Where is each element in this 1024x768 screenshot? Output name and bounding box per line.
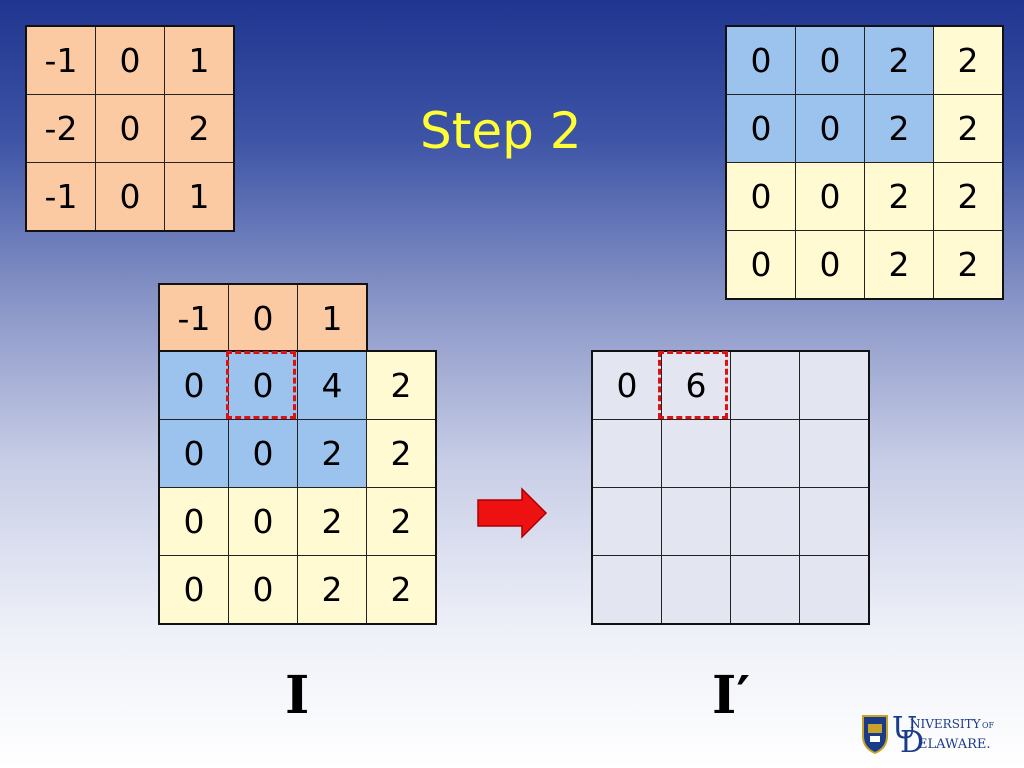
kernel-cell: 1 <box>164 162 235 232</box>
kernel-cell: -1 <box>25 162 96 232</box>
output-cell <box>591 487 662 556</box>
output-cell <box>730 487 800 556</box>
kernel-cell: 1 <box>164 25 235 95</box>
output-cell <box>661 487 731 556</box>
input-matrix-reference: 0 0 2 2 0 0 2 2 0 0 2 2 0 0 2 2 <box>725 25 1004 300</box>
kernel-cell: 0 <box>95 162 165 232</box>
matrix-cell: 0 <box>725 230 796 300</box>
svg-text:D: D <box>900 725 924 756</box>
output-cell <box>591 555 662 625</box>
matrix-cell: 2 <box>933 25 1004 95</box>
matrix-cell: 2 <box>366 555 437 625</box>
input-label: I <box>285 665 310 726</box>
matrix-cell: 0 <box>795 162 865 231</box>
kernel-cell: 0 <box>228 283 298 354</box>
kernel-cell: 0 <box>95 25 165 95</box>
svg-text:OF: OF <box>982 721 995 730</box>
matrix-cell: 0 <box>228 419 298 488</box>
matrix-cell: 0 <box>228 487 298 556</box>
matrix-cell: 2 <box>366 419 437 488</box>
matrix-cell: 2 <box>297 555 367 625</box>
matrix-cell: 0 <box>158 419 229 488</box>
output-cell <box>591 419 662 488</box>
matrix-cell: 0 <box>795 230 865 300</box>
matrix-cell: 0 <box>228 350 298 420</box>
output-label: I′ <box>712 665 751 726</box>
matrix-cell: 0 <box>158 350 229 420</box>
output-matrix: 0 6 <box>591 350 870 625</box>
output-cell <box>799 555 870 625</box>
output-cell <box>799 487 870 556</box>
input-matrix: 0 0 4 2 0 0 2 2 0 0 2 2 0 0 2 2 <box>158 350 437 625</box>
output-cell: 0 <box>591 350 662 420</box>
matrix-cell: 0 <box>795 25 865 95</box>
shield-icon <box>862 715 888 755</box>
matrix-cell: 2 <box>297 487 367 556</box>
output-cell <box>730 419 800 488</box>
university-logo: U D NIVERSITY OF ELAWARE. <box>862 711 995 756</box>
output-cell <box>799 350 870 420</box>
matrix-cell: 2 <box>297 419 367 488</box>
kernel-cell: 0 <box>95 94 165 163</box>
matrix-cell: 2 <box>864 25 934 95</box>
matrix-cell: 2 <box>933 230 1004 300</box>
svg-text:U: U <box>892 711 917 746</box>
output-cell <box>730 555 800 625</box>
step-title: Step 2 <box>420 102 582 160</box>
matrix-cell: 2 <box>933 94 1004 163</box>
matrix-cell: 2 <box>366 350 437 420</box>
matrix-cell: 0 <box>228 555 298 625</box>
matrix-cell: 0 <box>725 94 796 163</box>
matrix-cell: 0 <box>158 555 229 625</box>
kernel-cell: -1 <box>158 283 229 354</box>
output-cell <box>661 555 731 625</box>
matrix-cell: 4 <box>297 350 367 420</box>
matrix-cell: 0 <box>795 94 865 163</box>
kernel-matrix: -1 0 1 -2 0 2 -1 0 1 <box>25 25 235 232</box>
matrix-cell: 0 <box>725 25 796 95</box>
kernel-cell: -2 <box>25 94 96 163</box>
kernel-cell: 1 <box>297 283 368 354</box>
matrix-cell: 2 <box>864 162 934 231</box>
matrix-cell: 0 <box>725 162 796 231</box>
kernel-overlay-row: -1 0 1 <box>158 283 368 354</box>
matrix-cell: 2 <box>933 162 1004 231</box>
svg-text:ELAWARE.: ELAWARE. <box>918 737 991 752</box>
kernel-cell: 2 <box>164 94 235 163</box>
matrix-cell: 2 <box>864 94 934 163</box>
output-highlight-box <box>658 351 728 419</box>
right-arrow-icon <box>477 487 548 539</box>
matrix-cell: 2 <box>864 230 934 300</box>
output-cell <box>661 419 731 488</box>
output-cell <box>730 350 800 420</box>
kernel-cell: -1 <box>25 25 96 95</box>
matrix-cell: 0 <box>158 487 229 556</box>
input-highlight-box <box>226 351 296 419</box>
svg-text:NIVERSITY: NIVERSITY <box>910 717 982 731</box>
output-cell <box>799 419 870 488</box>
matrix-cell: 2 <box>366 487 437 556</box>
